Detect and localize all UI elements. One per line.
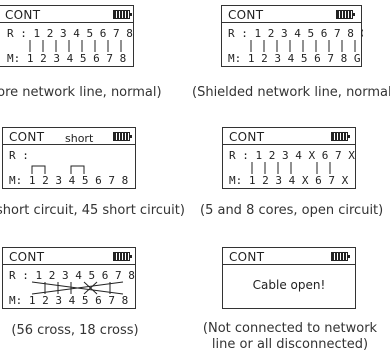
panel-caption-line-2: line or all disconnected) xyxy=(211,337,369,352)
battery-full-icon xyxy=(113,252,132,261)
cross-links xyxy=(31,281,124,295)
remote-row: R : 1 2 3 4 5 6 7 8 G xyxy=(228,27,363,40)
remote-row: R : xyxy=(9,149,29,162)
main-row: M: 1 2 3 4 5 6 7 8 xyxy=(7,52,126,65)
wire-map: R : 1 2 3 4 X 6 7 X M: 1 2 3 4 X 6 7 X xyxy=(229,149,355,187)
remote-row: R : 1 2 3 4 5 6 7 8 xyxy=(7,27,133,40)
remote-row: R : 1 2 3 4 5 6 7 8 xyxy=(9,269,135,282)
screen-divider xyxy=(3,264,135,265)
battery-full-icon xyxy=(331,132,350,141)
screen-title: CONT xyxy=(5,8,41,22)
remote-row: R : 1 2 3 4 X 6 7 X xyxy=(229,149,355,162)
short-brackets xyxy=(31,165,85,174)
screen-title: CONT xyxy=(229,250,265,264)
wire-links xyxy=(29,40,122,52)
screen-subtitle: short xyxy=(65,132,94,145)
wire-map: R : M: 1 2 3 4 5 6 7 8 xyxy=(9,149,128,187)
lcd-screen: CONT short R : M: 1 2 3 4 5 6 7 8 xyxy=(2,127,136,189)
battery-full-icon xyxy=(113,10,132,19)
panel-caption-line-1: (Not connected to network xyxy=(202,321,378,336)
wire-map: R : 1 2 3 4 5 6 7 8 M: 1 2 3 4 5 6 7 8 xyxy=(7,27,133,65)
battery-full-icon xyxy=(336,10,355,19)
main-row: M: 1 2 3 4 5 6 7 8 G xyxy=(228,52,360,65)
screen-divider xyxy=(0,22,133,23)
panel-caption: (5 and 8 cores, open circuit) xyxy=(200,203,384,218)
screen-title: CONT xyxy=(229,130,265,144)
panel-caption: (Shielded network line, normal) xyxy=(192,85,390,100)
panel-caption: core network line, normal) xyxy=(0,85,162,100)
lcd-screen: CONT R : 1 2 3 4 5 6 7 8 G M: 1 2 3 4 5 … xyxy=(221,5,363,67)
lcd-screen: CONT Cable open! xyxy=(222,247,356,309)
battery-full-icon xyxy=(331,252,350,261)
screen-title: CONT xyxy=(9,130,45,144)
panel-caption: short circuit, 45 short circuit) xyxy=(0,203,185,218)
screen-title: CONT xyxy=(228,8,264,22)
wire-map: R : 1 2 3 4 5 6 7 8 G M: 1 2 3 4 5 6 7 8… xyxy=(228,27,363,65)
wire-map: R : 1 2 3 4 5 6 7 8 M: 1 2 3 4 5 6 7 8 xyxy=(9,269,135,307)
wire-links xyxy=(251,162,331,174)
main-row: M: 1 2 3 4 5 6 7 8 xyxy=(9,294,128,307)
status-message: Cable open! xyxy=(252,278,326,292)
panel-caption: (56 cross, 18 cross) xyxy=(11,323,139,338)
battery-full-icon xyxy=(113,132,132,141)
screen-divider xyxy=(223,264,355,265)
screen-divider xyxy=(222,22,361,23)
wire-links xyxy=(250,40,356,52)
lcd-screen: CONT R : 1 2 3 4 5 6 7 8 M: 1 2 3 4 5 6 … xyxy=(0,5,134,67)
screen-divider xyxy=(3,144,135,145)
main-row: M: 1 2 3 4 X 6 7 X xyxy=(229,174,349,187)
lcd-screen: CONT R : 1 2 3 4 X 6 7 X M: 1 2 3 4 X 6 … xyxy=(222,127,356,189)
screen-divider xyxy=(223,144,355,145)
main-row: M: 1 2 3 4 5 6 7 8 xyxy=(9,174,128,187)
screen-title: CONT xyxy=(9,250,45,264)
lcd-screen: CONT R : 1 2 3 4 5 6 7 8 M: 1 2 3 4 5 6 … xyxy=(2,247,136,309)
